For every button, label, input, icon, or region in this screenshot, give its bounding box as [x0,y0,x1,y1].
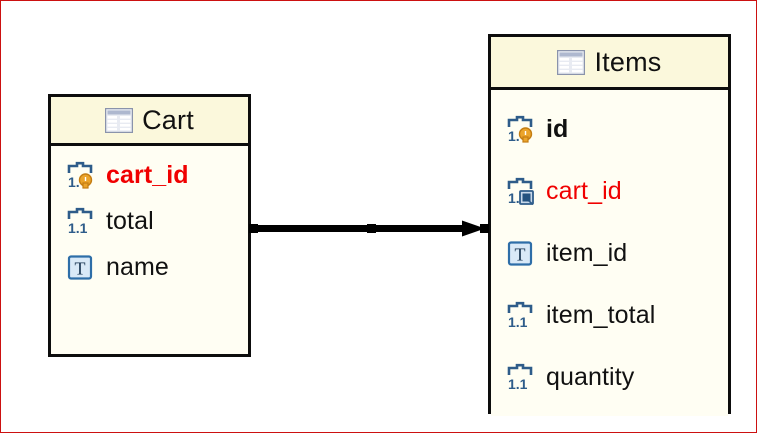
connector-handle-mid[interactable] [367,224,376,233]
relationship-connector-cart-items[interactable] [249,220,489,238]
field-label: cart_id [106,160,189,189]
entity-items-title: Items [594,46,662,77]
field-row[interactable]: T name [51,244,248,290]
numeric-field-icon: 1.1 [505,362,535,392]
field-label: quantity [546,362,635,391]
svg-text:1.: 1. [508,128,520,144]
table-icon [557,49,586,75]
entity-cart[interactable]: Cart 1. cart_id [48,94,251,357]
field-row[interactable]: 1. cart_id [51,152,248,198]
numeric-field-icon: 1.1 [65,206,95,236]
field-row[interactable]: 1.1 item_total [491,284,728,346]
primary-key-icon: 1. [505,114,535,144]
field-label: item_id [546,238,628,267]
entity-cart-header: Cart [51,97,248,146]
entity-cart-title: Cart [142,104,194,135]
connector-handle-start[interactable] [249,224,258,233]
entity-items-header: Items [491,37,728,90]
field-label: name [106,252,169,281]
text-field-icon: T [65,252,95,282]
field-label: cart_id [546,176,622,205]
svg-text:1.: 1. [508,190,520,206]
primary-key-icon: 1. [65,160,95,190]
svg-text:T: T [515,245,526,265]
entity-cart-fields: 1. cart_id 1.1 total [51,146,248,298]
field-row[interactable]: 1.1 quantity [491,346,728,408]
field-row[interactable]: T item_id [491,222,728,284]
foreign-key-icon: 1. [505,176,535,206]
svg-text:1.1: 1.1 [508,376,528,392]
field-label: total [106,206,154,235]
field-row[interactable]: 1. id [491,98,728,160]
connector-handle-end[interactable] [480,224,489,233]
svg-text:1.1: 1.1 [68,220,88,236]
svg-text:1.: 1. [68,174,80,190]
text-field-icon: T [505,238,535,268]
field-label: id [546,114,569,143]
numeric-field-icon: 1.1 [505,300,535,330]
entity-items-fields: 1. id 1. [491,90,728,416]
svg-text:T: T [75,259,86,279]
field-label: item_total [546,300,656,329]
table-icon [104,107,134,133]
field-row[interactable]: 1. cart_id [491,160,728,222]
svg-text:1.1: 1.1 [508,314,528,330]
entity-items[interactable]: Items 1. id [488,34,731,416]
field-row[interactable]: 1.1 total [51,198,248,244]
